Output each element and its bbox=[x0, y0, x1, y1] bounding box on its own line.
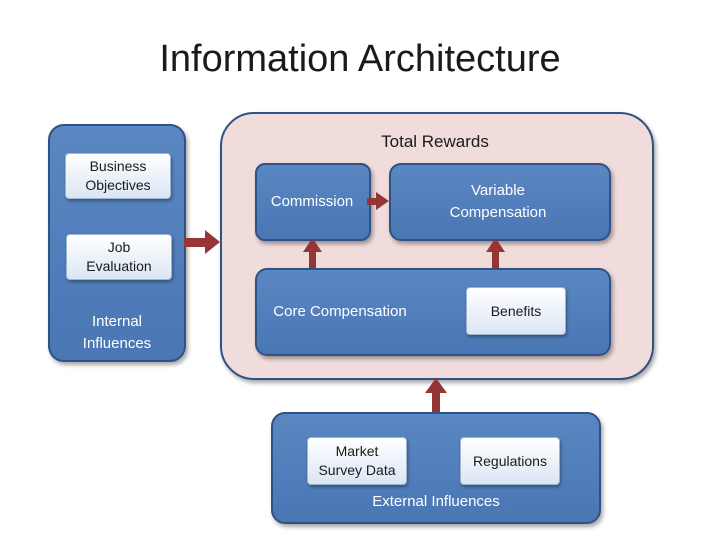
commission-box bbox=[255, 163, 371, 241]
job-evaluation-box: Job Evaluation bbox=[66, 234, 172, 280]
regulations-box: Regulations bbox=[460, 437, 560, 485]
commission-label: Commission bbox=[270, 193, 354, 210]
internal-influences-label: Internal Influences bbox=[82, 313, 152, 352]
arrow-core-to-commission bbox=[303, 238, 322, 268]
business-objectives-box: Business Objectives bbox=[65, 153, 171, 199]
variable-compensation-label: Variable Compensation bbox=[449, 182, 547, 221]
arrow-external-to-total-rewards bbox=[425, 378, 447, 412]
benefits-box: Benefits bbox=[466, 287, 566, 335]
market-survey-data-box: Market Survey Data bbox=[307, 437, 407, 485]
external-influences-label: External Influences bbox=[372, 493, 500, 510]
page-title: Information Architecture bbox=[159, 38, 561, 80]
arrow-internal-to-total-rewards bbox=[184, 230, 220, 254]
core-compensation-label: Core Compensation bbox=[273, 303, 407, 320]
arrow-commission-to-variable bbox=[367, 192, 389, 210]
total-rewards-label: Total Rewards bbox=[381, 132, 489, 151]
variable-compensation-box bbox=[389, 163, 611, 241]
arrow-core-to-variable bbox=[486, 238, 505, 268]
